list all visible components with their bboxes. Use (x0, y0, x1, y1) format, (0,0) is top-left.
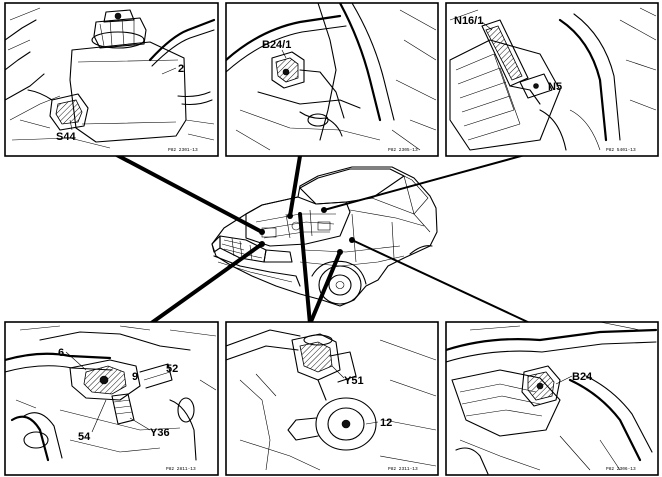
label-9: 9 (132, 371, 138, 383)
label-n16-1: N16/1 (454, 15, 483, 27)
panel-bottom-left: 6 9 52 54 Y36 P82 2811-13 (4, 321, 219, 476)
figure-ref-bottom-center: P82 2311-13 (388, 466, 418, 472)
leader-top-center (288, 154, 302, 218)
label-y36: Y36 (150, 427, 170, 439)
label-12: 12 (380, 417, 392, 429)
label-6: 6 (58, 347, 64, 359)
figure-ref-top-right: P82 5401-13 (606, 147, 636, 153)
panel-top-center: B24/1 P82 2305-13 (225, 2, 439, 157)
leader-bottom-left (148, 242, 264, 326)
figure-ref-top-left: P82 2301-13 (168, 147, 198, 153)
leader-top-left (111, 151, 264, 234)
figure-ref-bottom-right: P82 2306-13 (606, 466, 636, 472)
leader-lines (111, 151, 533, 326)
label-b24-1: B24/1 (262, 39, 291, 51)
label-y51: Y51 (344, 375, 364, 387)
label-n5: N5 (548, 81, 562, 93)
panel-bottom-center: Y51 12 P82 2311-13 (225, 321, 439, 476)
figure-ref-top-center: P82 2305-13 (388, 147, 418, 153)
label-52: 52 (166, 363, 178, 375)
label-b24: B24 (572, 371, 593, 383)
label-s44: S44 (56, 131, 76, 143)
leader-bottom-center-b (308, 250, 342, 326)
panel-top-right: N16/1 N5 P82 5401-13 (445, 2, 659, 157)
leader-bottom-center-a (298, 212, 312, 326)
label-54: 54 (78, 431, 91, 443)
panel-bottom-right: B24 P82 2306-13 (445, 321, 659, 476)
figure-ref-bottom-left: P82 2811-13 (166, 466, 196, 472)
leader-top-right (323, 152, 533, 211)
label-2: 2 (178, 63, 184, 75)
panel-top-left: 2 S44 P82 2301-13 (4, 2, 219, 157)
leader-bottom-right (351, 239, 533, 325)
